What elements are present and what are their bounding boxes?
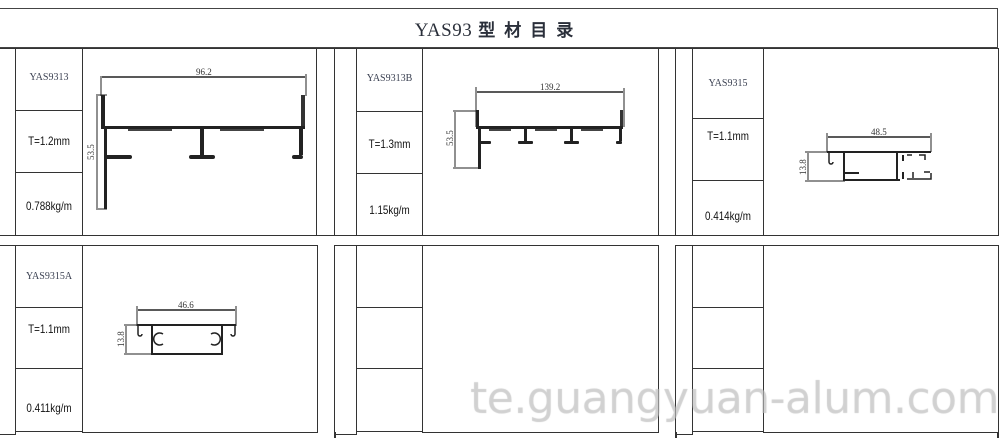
thickness-value: T=1.2mm bbox=[28, 134, 70, 148]
profile-code-cell: YAS9313 bbox=[15, 48, 83, 111]
profile-code: YAS9315A bbox=[25, 271, 73, 282]
profile-code: YAS9313 bbox=[29, 72, 69, 83]
drawing-cell bbox=[82, 48, 317, 236]
margin-strip bbox=[675, 245, 693, 435]
weight-cell: 0.414kg/m bbox=[692, 180, 764, 236]
weight-cell: 0.788kg/m bbox=[15, 172, 83, 236]
weight-value: 0.414kg/m bbox=[705, 209, 751, 223]
weight-value: 1.15kg/m bbox=[369, 203, 410, 217]
profile-code-cell: YAS9313B bbox=[356, 48, 423, 112]
thickness-cell: T=1.1mm bbox=[692, 118, 764, 181]
profile-code: YAS9313B bbox=[366, 73, 413, 84]
thickness-cell: T=1.3mm bbox=[356, 111, 423, 174]
width-dimension: 96.2 bbox=[196, 67, 212, 77]
panel-divider bbox=[675, 432, 677, 438]
weight-cell bbox=[356, 368, 423, 432]
weight-value: 0.411kg/m bbox=[26, 401, 72, 415]
height-dimension: 13.8 bbox=[798, 159, 808, 175]
width-dimension: 46.6 bbox=[178, 300, 194, 310]
panel-divider bbox=[997, 432, 999, 438]
panel-divider bbox=[334, 432, 336, 438]
profile-code-cell: YAS9315A bbox=[15, 245, 83, 308]
thickness-cell bbox=[356, 307, 423, 369]
profile-code: YAS9315 bbox=[708, 78, 748, 89]
thickness-value: T=1.1mm bbox=[707, 129, 749, 143]
weight-cell: 0.411kg/m bbox=[15, 368, 83, 432]
profile-code-cell bbox=[692, 245, 764, 308]
title-code: YAS93 bbox=[414, 20, 473, 41]
width-dimension: 139.2 bbox=[540, 82, 560, 92]
weight-cell: 1.15kg/m bbox=[356, 173, 423, 236]
margin-strip bbox=[334, 245, 357, 435]
height-dimension: 53.5 bbox=[445, 130, 455, 146]
thickness-cell: T=1.2mm bbox=[15, 110, 83, 173]
width-dimension: 48.5 bbox=[871, 127, 887, 137]
thickness-value: T=1.1mm bbox=[28, 322, 70, 336]
height-dimension: 13.8 bbox=[116, 331, 126, 347]
drawing-cell bbox=[763, 245, 999, 433]
profile-code-cell bbox=[356, 245, 423, 308]
drawing-cell bbox=[82, 245, 318, 433]
profile-code-cell: YAS9315 bbox=[692, 48, 764, 119]
drawing-cell bbox=[422, 245, 659, 433]
height-dimension: 53.5 bbox=[86, 144, 96, 160]
thickness-value: T=1.3mm bbox=[368, 137, 411, 151]
thickness-cell bbox=[692, 307, 764, 369]
weight-cell bbox=[692, 368, 764, 432]
drawing-cell bbox=[763, 48, 999, 236]
title-chinese: 型材目录 bbox=[478, 21, 583, 41]
weight-value: 0.788kg/m bbox=[26, 199, 72, 213]
